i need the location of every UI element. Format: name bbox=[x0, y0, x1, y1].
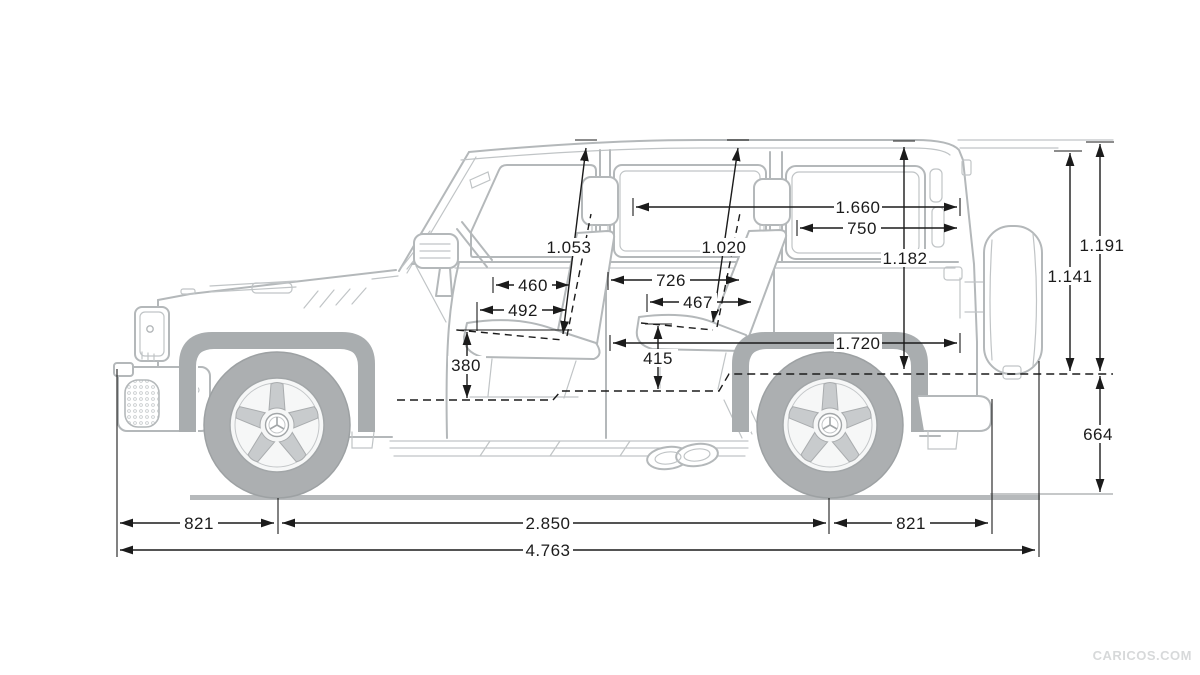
dim-load-sill-height: 664 bbox=[1079, 376, 1117, 492]
mirror-and-wheel bbox=[413, 221, 493, 297]
front-wheel bbox=[203, 351, 351, 499]
dim-label-1141: 1.141 bbox=[1047, 267, 1092, 286]
hood-line bbox=[157, 269, 397, 301]
dim-label-rear-overhang: 821 bbox=[896, 514, 926, 533]
dim-load-height: 1.182 bbox=[881, 147, 929, 369]
ground-line bbox=[190, 495, 1040, 500]
dim-label-overall-length: 4.763 bbox=[525, 541, 570, 560]
front-mudflap bbox=[351, 431, 375, 449]
front-wheel-arch bbox=[179, 332, 375, 432]
dim-rear-height-outer: 1.191 bbox=[1077, 144, 1127, 371]
dim-label-664: 664 bbox=[1083, 425, 1113, 444]
mercedes-star bbox=[822, 417, 838, 430]
floor-dashed-line bbox=[397, 373, 1113, 401]
dim-interior-height-front: 1.053 bbox=[545, 147, 593, 335]
dim-label-interior-height-front: 1.053 bbox=[546, 238, 591, 257]
dim-label-415: 415 bbox=[643, 349, 673, 368]
mercedes-star bbox=[269, 417, 285, 430]
exhaust-tips bbox=[646, 442, 719, 471]
dim-label-front-overhang: 821 bbox=[184, 514, 214, 533]
spare-handle bbox=[1002, 365, 1022, 380]
steering-wheel bbox=[456, 221, 493, 268]
taillight bbox=[943, 266, 963, 281]
dim-wheelbase: 2.850 bbox=[282, 514, 826, 533]
dim-front-overhang: 821 bbox=[120, 514, 274, 533]
dim-load-length-lower: 1.720 bbox=[609, 333, 961, 353]
dim-label-load-length-lower: 1.720 bbox=[835, 334, 880, 353]
a-pillar bbox=[398, 151, 470, 272]
dim-rear-seat-height: 415 bbox=[640, 326, 678, 389]
dim-492: 492 bbox=[476, 301, 566, 331]
dim-rear-height-inner: 1.141 bbox=[1045, 153, 1095, 371]
dim-label-load-height: 1.182 bbox=[882, 249, 927, 268]
dim-460: 460 bbox=[492, 276, 569, 295]
dim-label-load-length-upper: 1.660 bbox=[835, 198, 880, 217]
dim-load-length-upper: 1.660 bbox=[632, 198, 961, 217]
roof-line bbox=[468, 139, 978, 343]
rear-headrest bbox=[753, 178, 791, 226]
fender-vent bbox=[303, 287, 367, 309]
running-board bbox=[389, 440, 749, 457]
rear-mudflap bbox=[927, 430, 959, 450]
dimension-linework: 1.053 1.020 1.182 1.660 750 bbox=[116, 139, 1127, 560]
dim-label-460: 460 bbox=[518, 276, 548, 295]
dim-front-seat-height: 380 bbox=[448, 332, 486, 398]
door-hinge bbox=[961, 159, 972, 176]
front-end bbox=[134, 269, 399, 368]
dim-label-380: 380 bbox=[451, 356, 481, 375]
d-pillar-vent bbox=[931, 206, 945, 248]
dim-label-492: 492 bbox=[508, 301, 538, 320]
dim-overall-length: 4.763 bbox=[120, 541, 1035, 560]
dim-467: 467 bbox=[646, 293, 751, 312]
rear-wheel bbox=[756, 351, 904, 499]
dim-label-interior-height-rear: 1.020 bbox=[701, 238, 746, 257]
roof-tick-marks bbox=[575, 139, 1114, 152]
dim-label-1191: 1.191 bbox=[1079, 236, 1124, 255]
sun-visor bbox=[469, 171, 491, 189]
spare-wheel bbox=[983, 225, 1043, 375]
front-headrest bbox=[581, 176, 619, 226]
dim-726: 726 bbox=[607, 271, 739, 290]
rear-end bbox=[918, 225, 1043, 450]
rear-bumper bbox=[918, 395, 992, 432]
watermark: CARICOS.COM bbox=[1093, 648, 1192, 663]
headlight bbox=[134, 306, 170, 362]
d-pillar-vent bbox=[929, 168, 943, 203]
turn-signal bbox=[251, 282, 293, 294]
dim-label-467: 467 bbox=[683, 293, 713, 312]
vehicle-drawing bbox=[113, 139, 1113, 500]
roof-gutter bbox=[460, 147, 951, 161]
front-door-seam bbox=[445, 261, 460, 439]
dim-label-750: 750 bbox=[847, 219, 877, 238]
dim-rear-overhang: 821 bbox=[834, 514, 988, 533]
dim-interior-height-rear: 1.020 bbox=[700, 147, 748, 323]
dim-750: 750 bbox=[796, 219, 957, 238]
dim-label-wheelbase: 2.850 bbox=[525, 514, 570, 533]
dim-label-726: 726 bbox=[656, 271, 686, 290]
spare-bracket bbox=[959, 277, 985, 319]
